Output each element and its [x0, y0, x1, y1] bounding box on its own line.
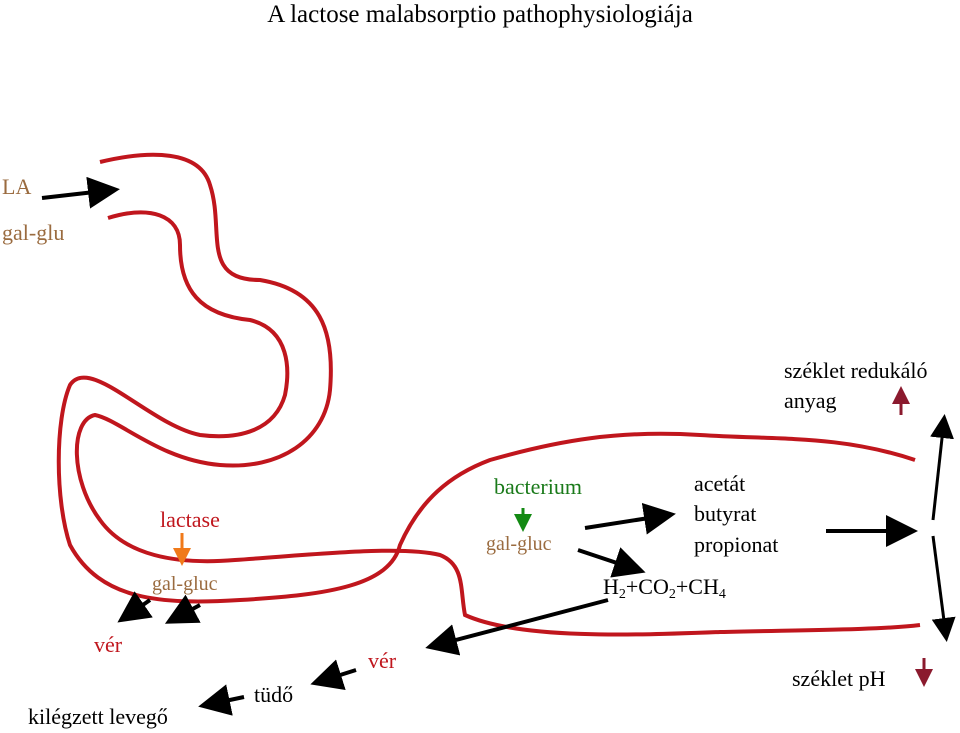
label-la: LA: [2, 174, 32, 199]
label-butyrat: butyrat: [694, 501, 757, 526]
label-gal-gluc-colon: gal-gluc: [486, 533, 552, 555]
label-szeklet-ph: széklet pH: [792, 666, 886, 691]
label-gal-glu: gal-glu: [2, 220, 65, 245]
arrow-gas-to-blood: [425, 598, 609, 656]
label-acetat: acetát: [694, 471, 746, 496]
gut-wall-inner: [56, 210, 916, 604]
label-anyag: anyag: [784, 388, 837, 413]
label-szeklet-redukalo: széklet redukáló: [784, 358, 928, 383]
label-lactase: lactase: [160, 507, 220, 532]
diagram-title: A lactose malabsorptio pathophysiologiáj…: [267, 1, 693, 28]
gut-wall-outer: [74, 152, 921, 637]
label-gases: H2+CO2+CH4: [603, 574, 726, 602]
label-tudo: tüdő: [254, 682, 294, 707]
label-ver-left: vér: [94, 632, 123, 657]
label-propionat: propionat: [694, 532, 779, 557]
arrow-gal-gluc-to-blood-2: [164, 594, 201, 624]
label-kilegzett-levego: kilégzett levegő: [28, 704, 168, 729]
arrow-blood-to-lung: [310, 659, 357, 691]
arrow-down-ph: [931, 535, 956, 642]
arrow-la-in: [41, 176, 120, 209]
arrow-lung-to-breath: [198, 684, 245, 716]
arrow-to-gases: [577, 547, 646, 578]
arrow-up-reducing: [930, 414, 954, 521]
arrow-to-fatty-acids: [584, 502, 676, 535]
label-bacterium: bacterium: [494, 474, 582, 499]
label-ver-middle: vér: [368, 648, 397, 673]
label-gal-gluc-small-intestine: gal-gluc: [152, 573, 218, 595]
arrow-gal-gluc-to-blood-1: [117, 591, 153, 623]
